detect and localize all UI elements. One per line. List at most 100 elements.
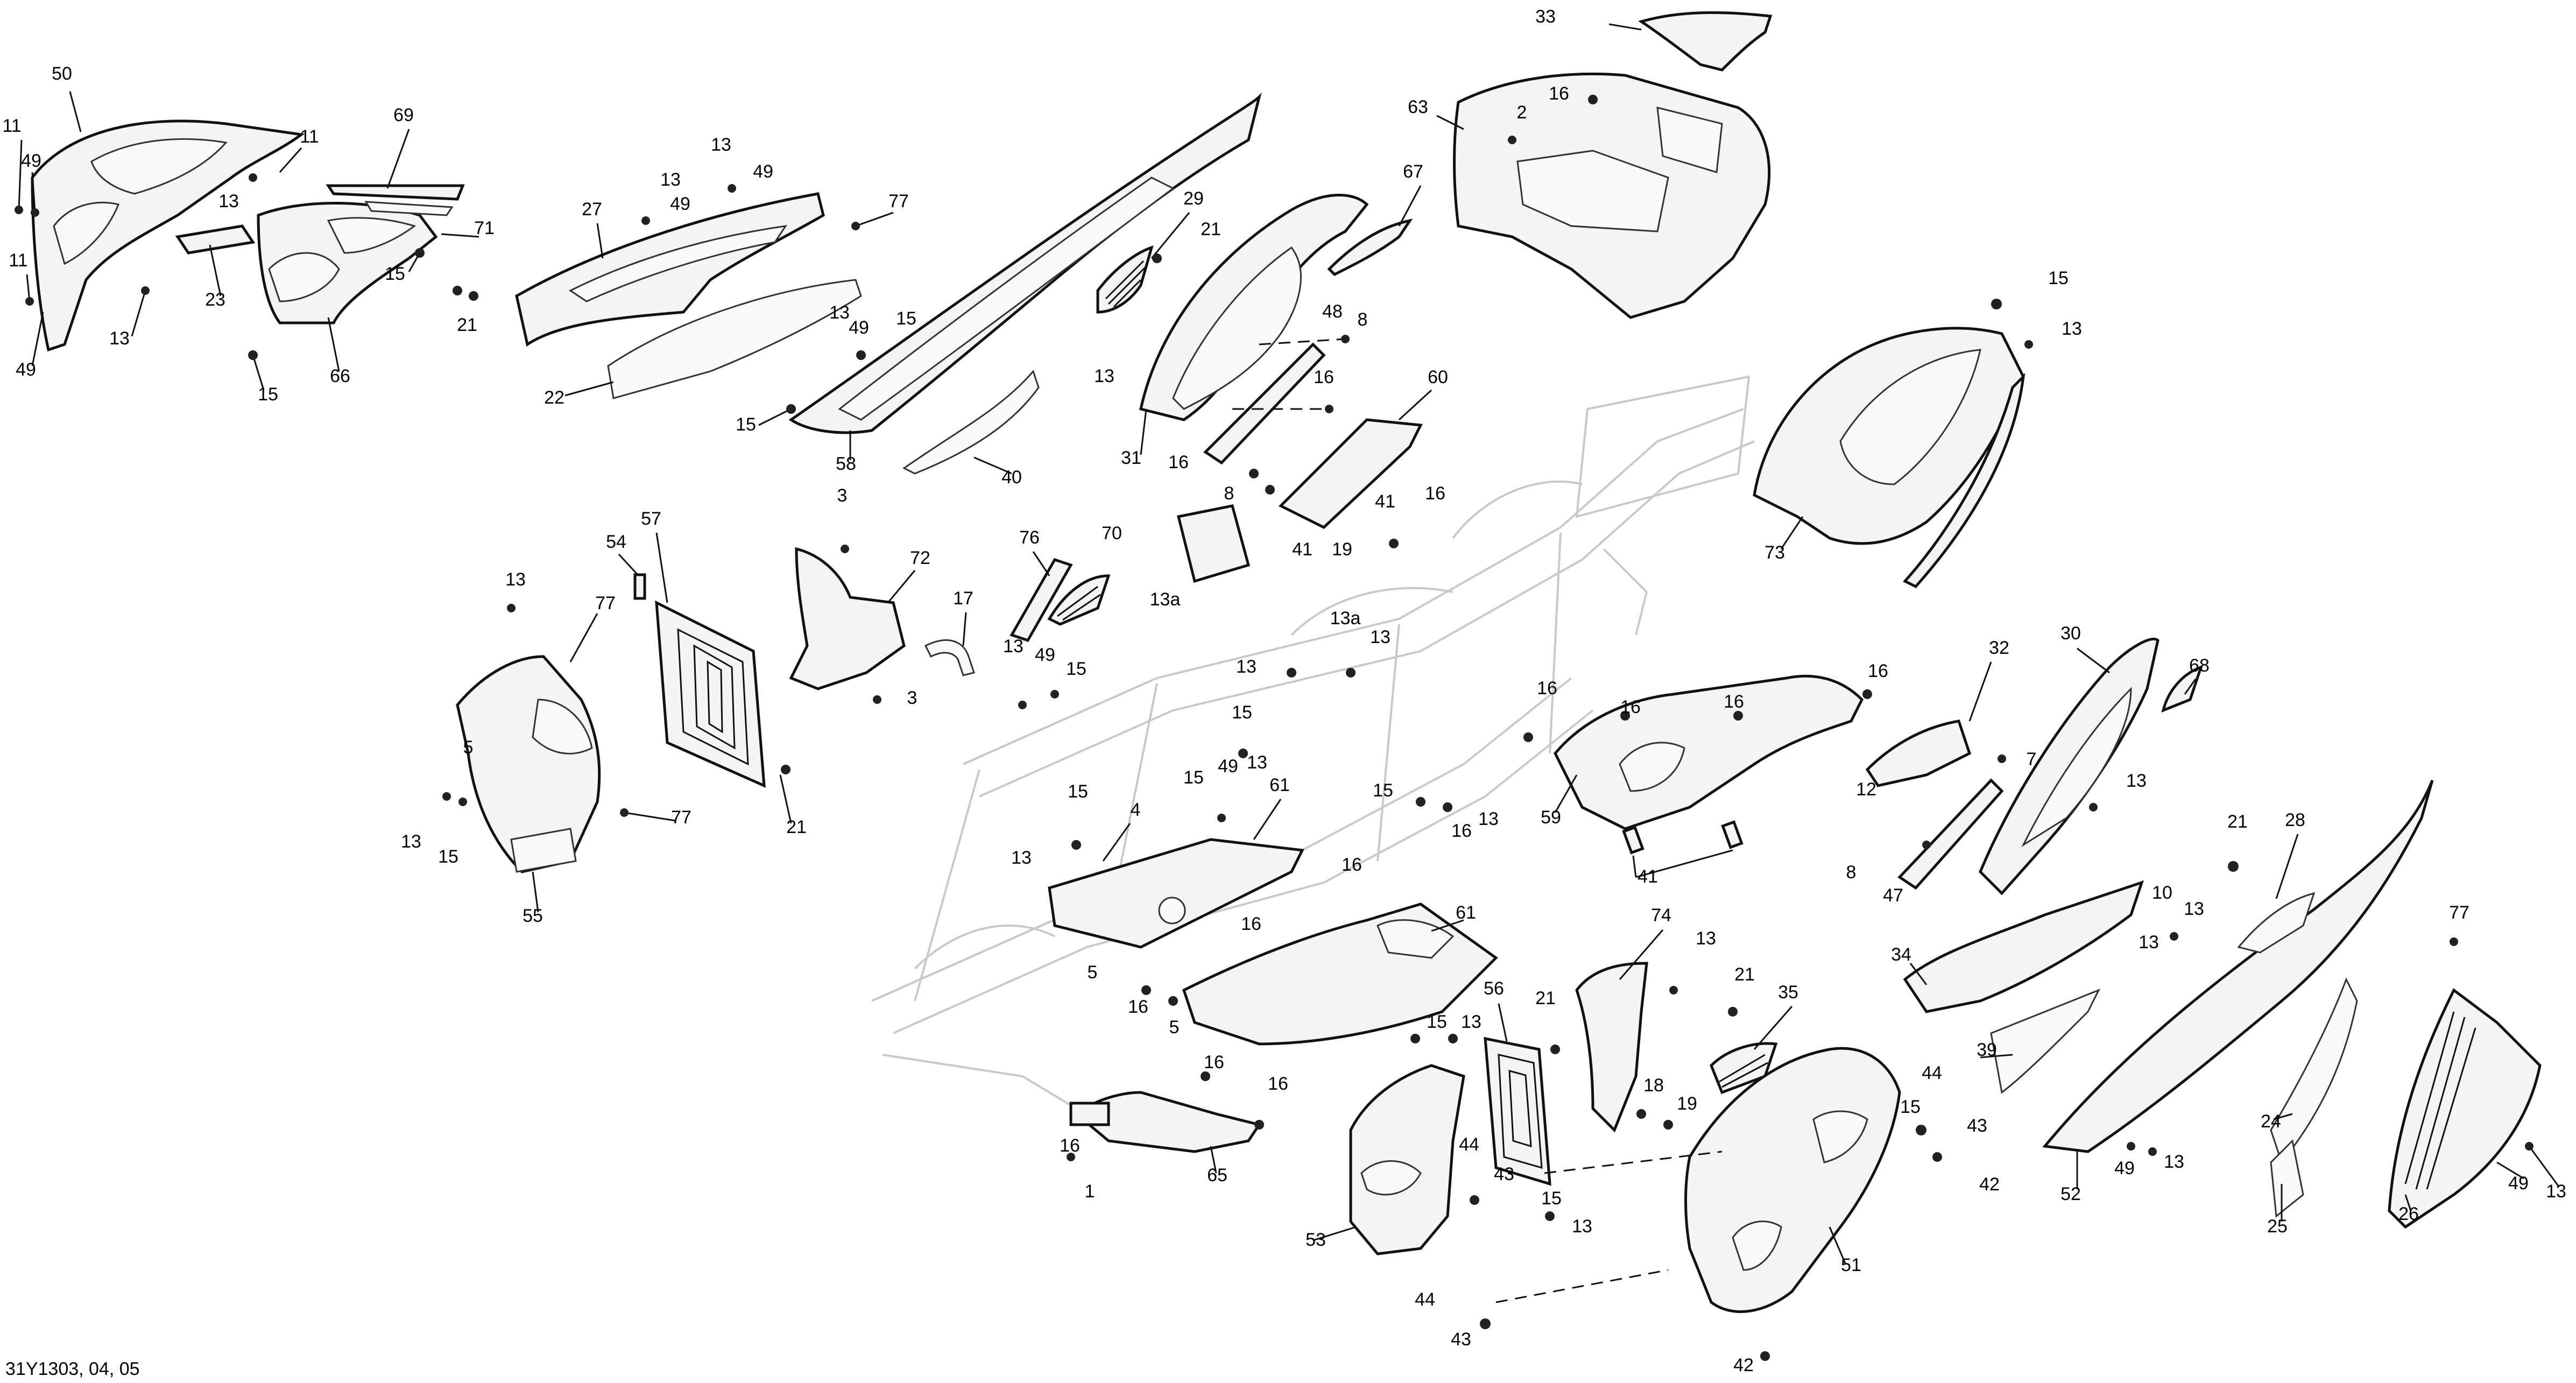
radiator-part-56 <box>1484 1036 1551 1186</box>
callout-c-13i: 13 <box>1003 636 1024 657</box>
grille-part-29 <box>1096 245 1154 314</box>
callout-c-15d: 15 <box>736 414 756 435</box>
callout-c-61b: 61 <box>1456 902 1476 923</box>
callout-c-61a: 61 <box>1269 775 1290 795</box>
callout-c-49b: 49 <box>16 359 36 380</box>
callout-c-74: 74 <box>1651 905 1671 926</box>
callout-c-22: 22 <box>544 387 564 408</box>
body-rail-part-58 <box>788 92 1262 434</box>
side-panel-part-27 <box>515 192 825 347</box>
panel-part-39 <box>1990 989 2101 1094</box>
callout-c-33: 33 <box>1535 6 1556 27</box>
callout-c-13l: 13 <box>401 831 421 852</box>
panel-part-34 <box>1903 880 2144 1013</box>
callout-c-28: 28 <box>2285 810 2305 830</box>
seat-part-73 <box>1753 327 2025 589</box>
callout-c-19a: 19 <box>1332 539 1352 560</box>
callout-c-70: 70 <box>1102 523 1122 544</box>
callout-c-59: 59 <box>1541 807 1561 828</box>
callout-c-15k: 15 <box>1373 780 1393 801</box>
bracket-part-48 <box>1203 342 1326 465</box>
callout-c-77b: 77 <box>595 593 616 613</box>
callout-c-68: 68 <box>2189 655 2210 676</box>
panel-part-76 <box>1010 558 1073 643</box>
bracket-part-72 <box>789 547 906 690</box>
callout-c-49c: 49 <box>670 194 690 214</box>
callout-c-11a: 11 <box>2 116 21 136</box>
footrest-part-65 <box>1069 1091 1262 1153</box>
callout-c-49d: 49 <box>753 161 773 182</box>
callout-c-15h: 15 <box>1232 702 1252 723</box>
callout-c-13f: 13 <box>1094 366 1114 386</box>
callout-c-76: 76 <box>1019 527 1040 548</box>
callout-c-41c: 41 <box>1638 866 1658 887</box>
callout-c-72: 72 <box>910 548 930 568</box>
callout-c-49f: 49 <box>1035 645 1055 665</box>
callout-c-13j: 13 <box>1370 627 1391 647</box>
callout-c-29: 29 <box>1183 188 1204 209</box>
callout-c-16a: 16 <box>1549 83 1569 104</box>
callout-c-16i: 16 <box>1451 821 1472 841</box>
callout-c-50: 50 <box>52 63 72 84</box>
callout-c-48: 48 <box>1322 301 1343 322</box>
callout-c-18: 18 <box>1643 1075 1664 1096</box>
callout-c-13c: 13 <box>660 170 681 190</box>
callout-c-41a: 41 <box>1375 491 1395 512</box>
callout-c-21c: 21 <box>786 817 807 837</box>
callout-c-15b: 15 <box>258 384 278 405</box>
callout-c-57: 57 <box>641 509 661 529</box>
callout-c-16d: 16 <box>1425 483 1445 504</box>
chassis-frame <box>871 375 1755 1110</box>
panel-part-74 <box>1575 962 1648 1133</box>
callout-c-13k: 13 <box>1236 657 1257 677</box>
callout-c-77c: 77 <box>671 807 691 828</box>
callout-c-19b: 19 <box>1677 1093 1697 1114</box>
callout-c-66: 66 <box>330 366 350 386</box>
callout-c-7: 7 <box>2027 749 2037 770</box>
callout-c-16m: 16 <box>1204 1052 1224 1072</box>
callout-c-71: 71 <box>474 218 495 238</box>
callout-c-51: 51 <box>1841 1255 1861 1275</box>
callout-c-49h: 49 <box>2114 1158 2135 1179</box>
callout-c-11c: 11 <box>9 250 27 271</box>
bracket-part-47 <box>1897 778 2004 890</box>
lower-fairing-part-55 <box>456 655 601 873</box>
callout-c-42b: 42 <box>1733 1355 1754 1375</box>
callout-c-2: 2 <box>1517 102 1527 123</box>
callout-c-1: 1 <box>1085 1181 1095 1202</box>
callout-c-13b: 13 <box>109 328 130 349</box>
callout-c-32: 32 <box>1989 638 2009 658</box>
callout-c-15m: 15 <box>1900 1097 1921 1117</box>
callout-c-21b: 21 <box>1201 219 1221 239</box>
callout-c-16h: 16 <box>1724 692 1744 712</box>
callout-c-30: 30 <box>2060 623 2081 644</box>
callout-c-53: 53 <box>1305 1230 1326 1250</box>
lower-fairing-part-53 <box>1349 1064 1465 1255</box>
trim-part-68 <box>2161 665 2203 713</box>
callout-c-16n: 16 <box>1268 1074 1288 1094</box>
callout-c-15j: 15 <box>1183 767 1204 788</box>
callout-c-16c: 16 <box>1168 452 1189 472</box>
callout-c-31: 31 <box>1121 448 1141 468</box>
callout-c-13u: 13 <box>1572 1216 1592 1237</box>
grille-part-70 <box>1047 574 1111 626</box>
callout-c-17: 17 <box>953 588 973 609</box>
callout-c-13a-1: 13a <box>1150 589 1181 610</box>
callout-c-15c: 15 <box>896 308 916 329</box>
callout-c-15e: 15 <box>2048 268 2069 288</box>
callout-c-8b: 8 <box>1224 483 1234 504</box>
callout-c-47: 47 <box>1883 885 1903 906</box>
callout-c-24: 24 <box>2261 1111 2281 1132</box>
callout-c-3a: 3 <box>837 485 848 506</box>
callout-c-56: 56 <box>1484 978 1504 999</box>
callout-c-13n: 13 <box>1011 848 1032 868</box>
callout-c-39: 39 <box>1977 1040 1997 1060</box>
callout-c-21a: 21 <box>457 315 477 335</box>
callout-c-16l: 16 <box>1128 997 1148 1017</box>
callout-c-27: 27 <box>582 199 602 220</box>
callout-c-16g: 16 <box>1620 697 1641 717</box>
pad-part-41 <box>1622 820 1744 855</box>
callout-c-43c: 43 <box>1451 1329 1471 1350</box>
callout-c-16e: 16 <box>1868 661 1888 681</box>
callout-c-58: 58 <box>836 454 856 474</box>
